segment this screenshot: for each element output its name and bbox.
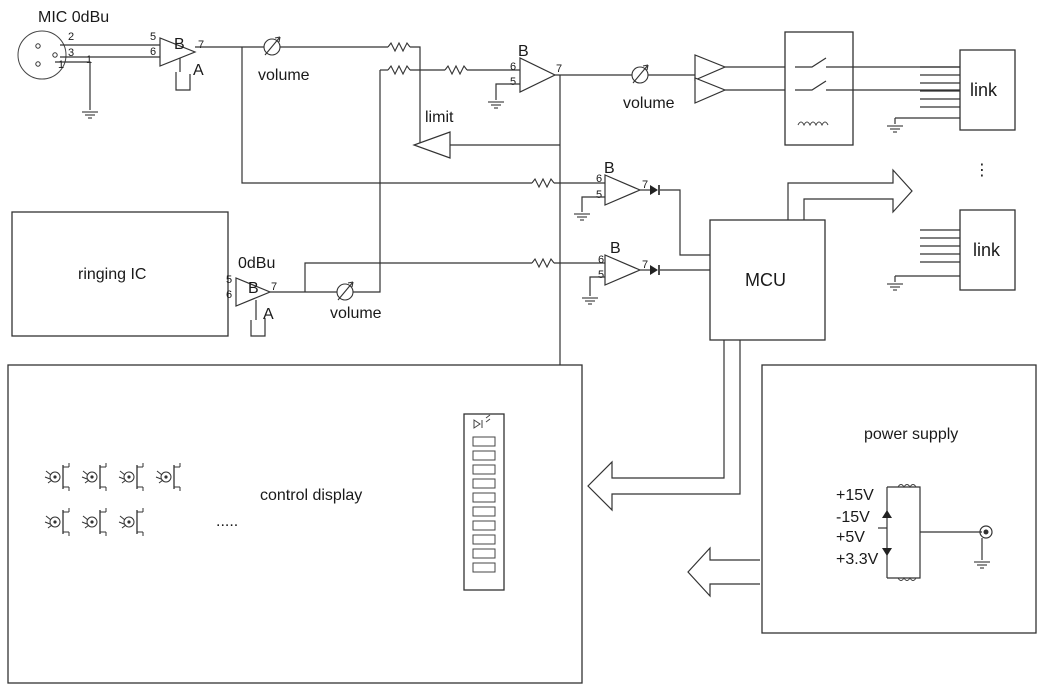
control-display-ellipsis: ..... [216,513,238,530]
power-supply-box [761,364,1037,634]
mcu-to-display-bus-arrow [587,340,741,512]
ringing-preamp [235,277,272,307]
detector-diode-2 [649,264,660,276]
mic-preamp [159,37,197,67]
output-volume-pot [631,64,649,84]
ringing-volume-label: volume [330,305,382,322]
mixer-resistor-3 [444,65,468,75]
rail-plus-15v: +15V [836,487,874,504]
ringing-volume-pot [336,281,354,301]
mic-xlr-connector [17,30,67,80]
mic-preamp-pin-6: 6 [150,46,156,58]
mixer-amp-b: B [518,43,529,60]
detector-2-pin-5: 5 [598,269,604,281]
mic-ground-symbol [81,111,99,119]
meter-resistor-1 [531,178,555,188]
ringing-ic-label: ringing IC [78,266,146,283]
ringing-preamp-pin-7: 7 [271,281,277,293]
detector-1-pin-7: 7 [642,179,648,191]
link-2-label: link [973,240,1001,260]
rail-minus-15v: -15V [836,509,870,526]
mixer-amp-pin-7: 7 [556,63,562,75]
detector-1-pin-6: 6 [596,173,602,185]
link-vertical-dots: ⋮ [974,162,990,179]
detector-amp-2 [604,254,642,286]
detector-1-b: B [604,160,615,177]
ringing-preamp-pin-6: 6 [226,289,232,301]
mic-preamp-b: B [174,36,185,53]
ringing-0dbu-label: 0dBu [238,255,275,272]
detector-1-ground-symbol [573,213,591,221]
ringing-ic-box [11,211,229,337]
link-box-2 [959,209,1016,291]
link-box-1 [959,49,1016,131]
limit-label: limit [425,109,454,126]
mic-preamp-pin-7: 7 [198,39,204,51]
mixer-amp-pin-5: 5 [510,76,516,88]
relay-box [784,31,854,146]
power-supply-label: power supply [864,426,958,443]
mixer-ground-symbol [487,101,505,109]
link-1-label: link [970,80,998,100]
meter-resistor-2 [531,258,555,268]
detector-2-pin-6: 6 [598,254,604,266]
link-2-ground-symbol [886,283,904,291]
mic-label: MIC 0dBu [38,9,109,26]
rail-plus-3-3v: +3.3V [836,551,879,568]
led-bar-meter [463,413,505,591]
power-bus-arrow [687,546,760,598]
mic-pin-1-inner: 1 [58,59,64,71]
output-volume-label: volume [623,95,675,112]
detector-diode-1 [649,184,660,196]
mic-preamp-pin-5: 5 [150,31,156,43]
mcu-to-link-bus-arrow [787,168,913,220]
mcu-box [709,219,826,341]
mic-pin-1: 1 [86,54,92,66]
detector-1-pin-5: 5 [596,189,602,201]
mixer-amp [519,57,557,93]
mic-pin-3: 3 [68,47,74,59]
mixer-amp-pin-6: 6 [510,61,516,73]
output-buffer-2 [694,77,727,104]
rail-plus-5v: +5V [836,529,865,546]
mic-volume-pot [263,36,281,56]
mixer-resistor-2 [387,65,411,75]
detector-amp-1 [604,174,642,206]
ringing-preamp-b: B [248,280,259,297]
detector-2-pin-7: 7 [642,259,648,271]
output-buffer-1 [694,54,727,81]
mcu-label: MCU [745,270,786,290]
mic-preamp-a: A [193,62,204,79]
mic-volume-label: volume [258,67,310,84]
detector-2-b: B [610,240,621,257]
ringing-preamp-pin-5: 5 [226,274,232,286]
mic-pin-2: 2 [68,31,74,43]
ringing-preamp-a: A [263,306,274,323]
link-1-ground-symbol [886,125,904,133]
power-regulator-circuit [878,484,993,581]
mixer-resistor-1 [387,42,411,52]
detector-2-ground-symbol [581,297,599,305]
control-display-label: control display [260,487,362,504]
